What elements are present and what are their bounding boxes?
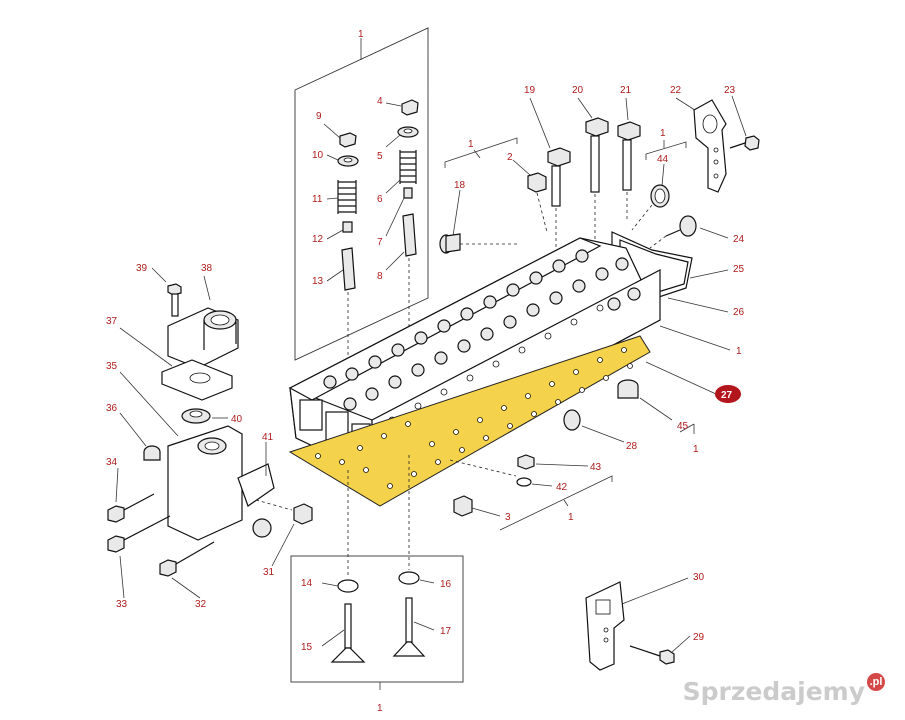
plug-45: [617, 379, 639, 399]
bolt-39: [167, 283, 182, 317]
callout-44: 44: [657, 154, 669, 165]
callout-11: 11: [312, 194, 323, 205]
callout-1: 1: [568, 512, 574, 523]
bracket-30: [585, 581, 625, 671]
valve-guide-13: [341, 247, 356, 291]
callout-23: 23: [724, 85, 736, 96]
callout-27-highlight: 27: [715, 385, 741, 403]
callout-18: 18: [454, 180, 466, 191]
watermark-logo: Sprzedajemy .pl: [682, 672, 885, 706]
seal-12: [342, 221, 353, 233]
watermark-text: Sprzedajemy: [682, 677, 865, 706]
callout-4: 4: [377, 96, 383, 107]
callout-32: 32: [195, 599, 207, 610]
valve-collet-4: [401, 99, 419, 116]
callout-15: 15: [301, 642, 313, 653]
head-gasket-27: [288, 335, 651, 507]
valve-15: [330, 603, 366, 663]
callout-3: 3: [505, 512, 511, 523]
thermostat-housing-38: [167, 307, 239, 369]
callout-41: 41: [262, 432, 274, 443]
plug-2: [527, 172, 547, 193]
plug-43: [517, 454, 535, 470]
bracket-22: [693, 99, 727, 193]
callout-8: 8: [377, 271, 383, 282]
callout-29: 29: [693, 632, 705, 643]
seal-7: [403, 187, 413, 199]
callout-1: 1: [736, 346, 742, 357]
callout-43: 43: [590, 462, 602, 473]
callout-45: 45: [677, 421, 689, 432]
callout-40: 40: [231, 414, 243, 425]
callout-33: 33: [116, 599, 128, 610]
bolt-29: [629, 645, 675, 665]
callout-27: 27: [721, 390, 733, 401]
callout-13: 13: [312, 276, 324, 287]
callout-12: 12: [312, 234, 324, 245]
callout-1: 1: [358, 29, 364, 40]
valve-spring-6: [399, 150, 417, 184]
bolt-19: [547, 147, 571, 207]
valve-collet-9: [339, 132, 357, 148]
valves-bracket: [290, 555, 464, 683]
callout-17: 17: [440, 626, 452, 637]
callout-7: 7: [377, 237, 383, 248]
callout-28: 28: [626, 441, 638, 452]
callout-31: 31: [263, 567, 275, 578]
plug-18: [439, 233, 461, 254]
callout-2: 2: [507, 152, 513, 163]
callout-42: 42: [556, 482, 568, 493]
washer-42: [516, 477, 532, 487]
gasket-37: [161, 359, 233, 401]
thermostat-40: [181, 408, 211, 424]
bolt-24: [665, 215, 697, 237]
callout-1: 1: [377, 703, 383, 714]
valve-guide-8: [402, 213, 417, 257]
callout-14: 14: [301, 578, 313, 589]
spring-retainer-10: [337, 155, 359, 167]
callout-19: 19: [524, 85, 536, 96]
spring-retainer-5: [397, 126, 419, 138]
callout-10: 10: [312, 150, 324, 161]
callout-1: 1: [468, 139, 474, 150]
plug-36: [143, 445, 161, 461]
valve-17: [392, 597, 426, 657]
plug-31: [293, 503, 313, 525]
watermark-badge: .pl: [867, 672, 885, 691]
plug-28: [563, 409, 581, 431]
callout-26: 26: [733, 307, 745, 318]
callout-39: 39: [136, 263, 148, 274]
bolt-34: [107, 493, 155, 523]
callout-21: 21: [620, 85, 632, 96]
plug-3: [453, 495, 473, 517]
collet-14: [337, 579, 359, 593]
bolt-20: [585, 117, 609, 193]
callout-6: 6: [377, 194, 383, 205]
callout-34: 34: [106, 457, 118, 468]
valve-group-bracket: [294, 27, 429, 361]
bolt-33: [107, 515, 171, 553]
callout-24: 24: [733, 234, 745, 245]
callout-1: 1: [660, 128, 666, 139]
callout-1: 1: [693, 444, 699, 455]
callout-25: 25: [733, 264, 745, 275]
callout-38: 38: [201, 263, 213, 274]
callout-22: 22: [670, 85, 682, 96]
collet-16: [398, 571, 420, 585]
callout-9: 9: [316, 111, 322, 122]
callout-35: 35: [106, 361, 118, 372]
callout-20: 20: [572, 85, 584, 96]
callout-16: 16: [440, 579, 452, 590]
coolant-housing-35: [167, 425, 275, 541]
callout-36: 36: [106, 403, 118, 414]
bolt-32: [159, 541, 215, 577]
callout-30: 30: [693, 572, 705, 583]
callout-5: 5: [377, 151, 383, 162]
valve-spring-11: [337, 180, 357, 214]
bolt-21: [617, 121, 641, 191]
callout-37: 37: [106, 316, 118, 327]
bolt-23: [729, 135, 760, 151]
seal-ring-44: [650, 184, 670, 208]
